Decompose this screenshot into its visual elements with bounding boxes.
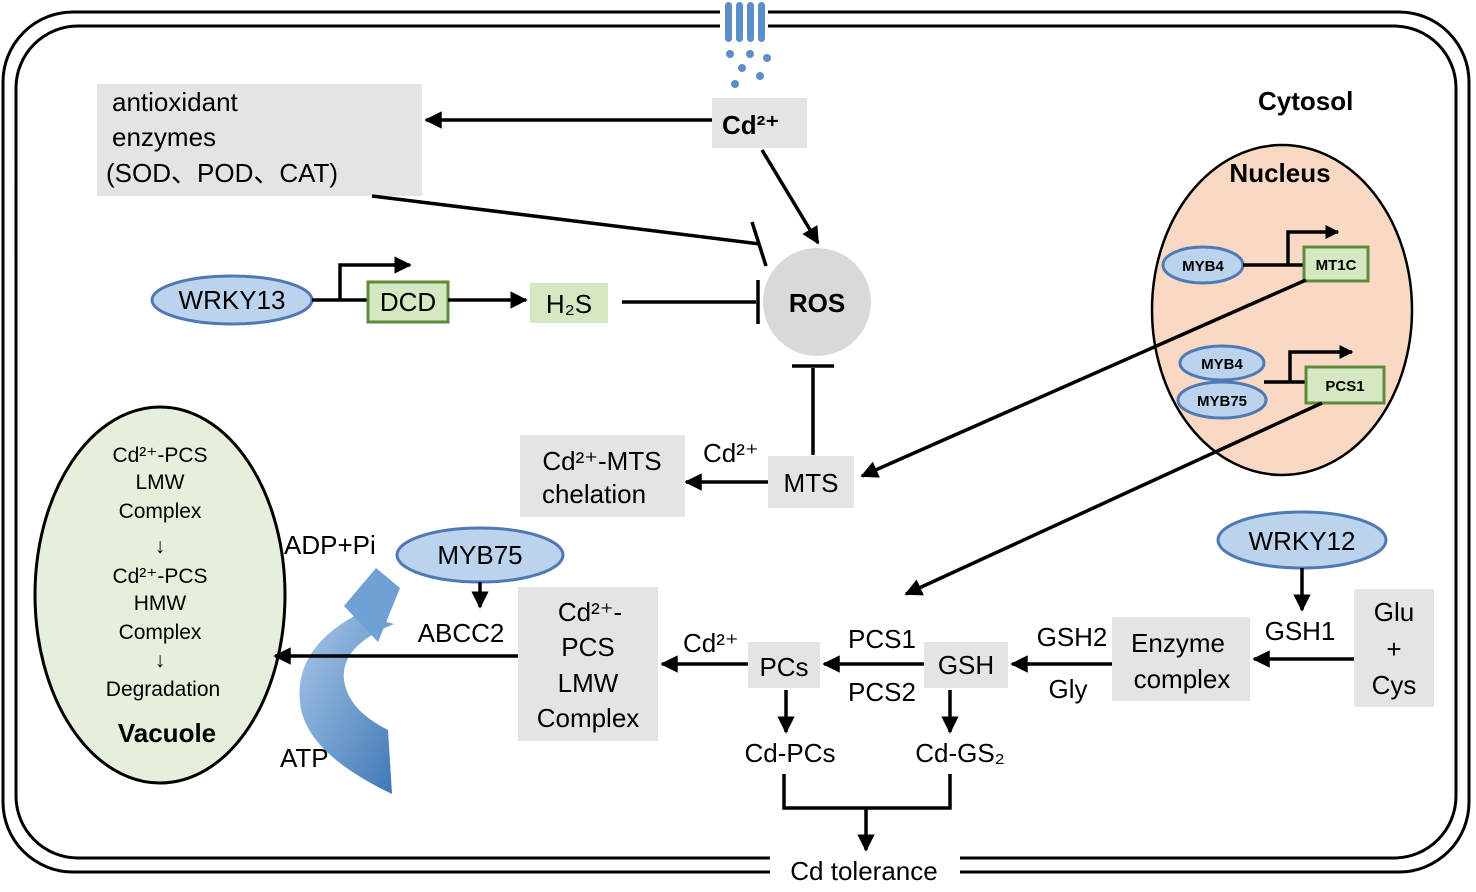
- pcs-box: [748, 642, 820, 688]
- dcd-label: DCD: [380, 287, 436, 317]
- ros-label: ROS: [789, 288, 845, 318]
- myb75-oval-nucleus: [1176, 380, 1268, 420]
- lmw-line-3: LMW: [558, 668, 619, 698]
- cytosol-label: Cytosol: [1258, 86, 1353, 116]
- vacuole-line-4: Cd²⁺-PCS: [112, 565, 207, 588]
- myb75-label-nucleus: MYB75: [1197, 393, 1247, 410]
- plus-label: +: [1386, 634, 1401, 664]
- enzyme-line-1: Enzyme: [1131, 628, 1225, 658]
- vacuole-line-7: Degradation: [106, 678, 220, 701]
- h2s-box: [530, 283, 608, 323]
- h2s-label: H₂S: [546, 289, 592, 319]
- antioxidant-enzymes-box: [97, 84, 422, 196]
- vacuole-line-1: Cd²⁺-PCS: [112, 444, 207, 467]
- vacuole-label: Vacuole: [118, 718, 216, 748]
- glu-cys-box: [1354, 589, 1434, 707]
- atp-pump-arrow-icon: [344, 568, 400, 642]
- lmw-line-2: PCS: [561, 632, 614, 662]
- enzyme-line-2: complex: [1134, 664, 1231, 694]
- lmw-line-4: Complex: [537, 703, 640, 733]
- enzyme-complex-box: [1112, 617, 1250, 701]
- vacuole-line-2: LMW: [136, 471, 185, 494]
- dcd-gene-box: [366, 280, 450, 324]
- mt1c-label: MT1C: [1316, 257, 1357, 274]
- membrane-channel-icon: [720, 0, 771, 88]
- wrky13-label: WRKY13: [179, 285, 286, 315]
- lmw-complex-box: [518, 587, 658, 741]
- gsh-box: [924, 642, 1008, 688]
- adp-label: ADP+Pi: [284, 530, 376, 560]
- ros-node: [763, 248, 871, 356]
- vacuole-line-5: HMW: [134, 592, 187, 615]
- pcs1-promoter-arrow: [1288, 345, 1354, 382]
- gsh1-label: GSH1: [1265, 616, 1336, 646]
- pcs1-gene-label: PCS1: [1325, 378, 1364, 395]
- cd-tolerance-label: Cd tolerance: [790, 856, 937, 886]
- pcs1-label: PCS1: [848, 624, 916, 654]
- dcd-promoter-arrow: [338, 256, 412, 300]
- myb75-label: MYB75: [437, 540, 522, 570]
- abcc2-label: ABCC2: [418, 618, 505, 648]
- mt1c-promoter-arrow: [1286, 225, 1340, 265]
- cd-gs2-label: Cd-GS₂: [915, 738, 1005, 768]
- arrow-pcs1-to-pcs1: [904, 401, 1323, 596]
- cd-tolerance-bracket: [782, 774, 952, 810]
- vacuole-line-6: Complex: [119, 621, 202, 644]
- arrow-cd2-to-ros: [760, 149, 820, 245]
- lmw-line-1: Cd²⁺-: [558, 597, 622, 627]
- vacuole-arrow-2: ↓: [155, 649, 166, 672]
- glu-label: Glu: [1374, 597, 1414, 627]
- vacuole: [33, 405, 287, 785]
- vacuole-line-3: Complex: [119, 500, 202, 523]
- nucleus-label: Nucleus: [1229, 158, 1330, 188]
- pcs2-label: PCS2: [848, 677, 916, 707]
- inhibit-antioxidant-ros: [371, 194, 761, 246]
- myb4-label-pcs1: MYB4: [1201, 356, 1243, 373]
- pcs1-gene-box: [1304, 365, 1386, 405]
- gly-label: Gly: [1049, 674, 1088, 704]
- wrky12-label: WRKY12: [1249, 526, 1356, 556]
- myb4-oval-pcs1: [1178, 344, 1266, 382]
- pcs-label: PCs: [759, 652, 808, 682]
- cd-pcs-label: Cd-PCs: [744, 738, 835, 768]
- atp-label: ATP: [280, 743, 329, 773]
- gsh-label: GSH: [938, 650, 994, 680]
- mts-label: MTS: [784, 468, 839, 498]
- antioxidant-line-1: antioxidant: [112, 87, 239, 117]
- cd2-top-box: [712, 98, 807, 148]
- cd2-pcs-label: Cd²⁺: [683, 628, 739, 658]
- antioxidant-line-2: enzymes: [112, 122, 216, 152]
- gsh2-label: GSH2: [1037, 622, 1108, 652]
- mts-chelation-line-2: chelation: [542, 479, 646, 509]
- cd-tolerance-bg: [770, 852, 960, 892]
- atp-pump-body: [299, 614, 394, 794]
- cd2-top-label: Cd²⁺: [722, 110, 779, 140]
- nucleus: [1150, 143, 1414, 477]
- inhibit-bar-antioxidant: [750, 221, 768, 267]
- vacuole-arrow-1: ↓: [155, 535, 166, 558]
- cd2-mts-label: Cd²⁺: [703, 438, 759, 468]
- arrow-mt1c-to-mts: [860, 278, 1307, 478]
- mts-chelation-line-1: Cd²⁺-MTS: [542, 446, 661, 476]
- mt1c-gene-box: [1302, 245, 1370, 283]
- mts-chelation-box: [520, 435, 685, 517]
- mts-box: [768, 456, 854, 508]
- myb4-label-mt1c: MYB4: [1182, 258, 1224, 275]
- cys-label: Cys: [1372, 670, 1417, 700]
- antioxidant-line-3: (SOD、POD、CAT): [106, 158, 338, 188]
